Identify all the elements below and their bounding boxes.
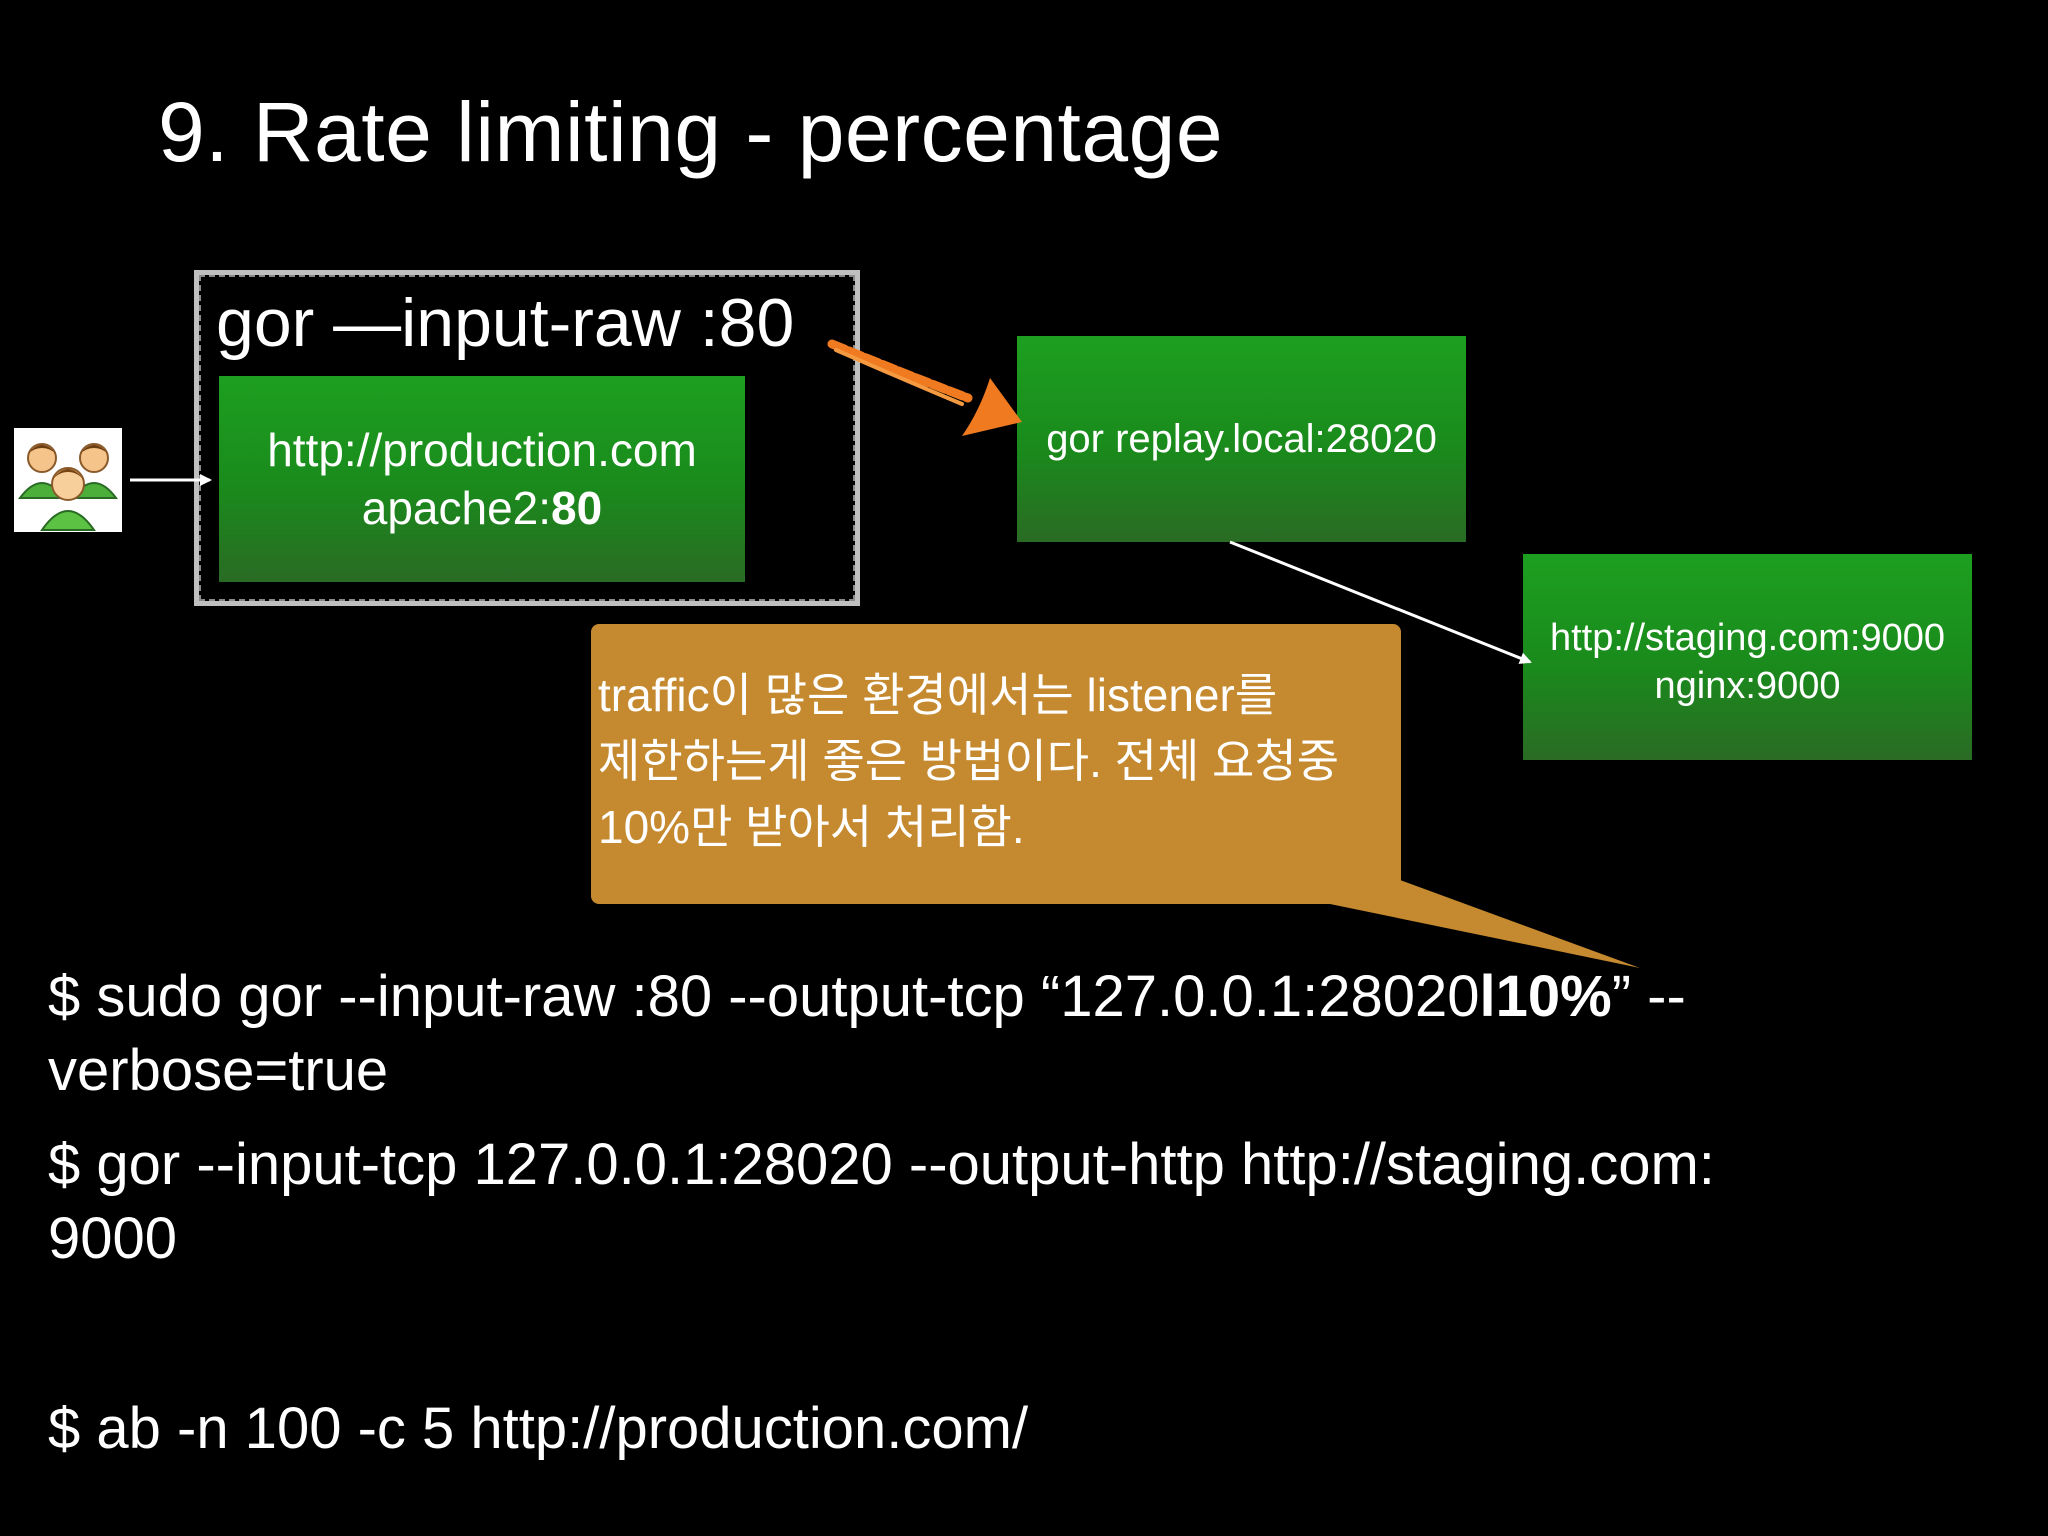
callout-note — [591, 624, 1401, 904]
callout-line-1: traffic이 많은 환경에서는 listener를 — [598, 669, 1278, 721]
command-1-line-2: verbose=true — [48, 1038, 389, 1103]
command-2-line-2: 9000 — [48, 1206, 178, 1271]
staging-nginx: nginx:9000 — [1654, 665, 1841, 707]
staging-url: http://staging.com:9000 — [1549, 617, 1946, 659]
replay-server-box: gor replay.local:28020 — [1017, 336, 1466, 542]
production-url: http://production.com — [267, 424, 697, 476]
command-1-bold-part: l10% — [1479, 964, 1612, 1029]
callout-line-3: 10%만 받아서 처리함. — [598, 801, 1025, 853]
arrow-orange-icon — [827, 339, 1022, 436]
staging-server-box: http://staging.com:9000 nginx:9000 — [1523, 554, 1972, 760]
production-apache-prefix: apache2: — [361, 482, 552, 534]
users-icon — [14, 428, 122, 532]
callout-note-text: traffic이 많은 환경에서는 listener를 제한하는게 좋은 방법이… — [598, 662, 1398, 860]
command-2-line-1: $ gor --input-tcp 127.0.0.1:28020 --outp… — [48, 1132, 1715, 1197]
replay-label: gor replay.local:28020 — [1046, 416, 1437, 461]
command-1-part-a: $ sudo gor --input-raw :80 --output-tcp … — [48, 964, 1480, 1029]
command-1: $ sudo gor --input-raw :80 --output-tcp … — [48, 960, 1686, 1108]
gor-input-label: gor —input-raw :80 — [216, 285, 795, 361]
command-1-line-1: $ sudo gor --input-raw :80 --output-tcp … — [48, 960, 1686, 1034]
command-2: $ gor --input-tcp 127.0.0.1:28020 --outp… — [48, 1128, 1715, 1276]
gor-input-frame — [194, 270, 860, 606]
command-3: $ ab -n 100 -c 5 http://production.com/ — [48, 1396, 1029, 1461]
production-server-box: http://production.com apache2:80 — [219, 376, 745, 582]
production-apache: apache2:80 — [362, 479, 602, 537]
slide-title: 9. Rate limiting - percentage — [158, 85, 1224, 179]
callout-line-2: 제한하는게 좋은 방법이다. 전체 요청중 — [598, 735, 1340, 787]
production-apache-port: 80 — [551, 482, 603, 534]
command-1-part-b: ” -- — [1611, 964, 1686, 1029]
